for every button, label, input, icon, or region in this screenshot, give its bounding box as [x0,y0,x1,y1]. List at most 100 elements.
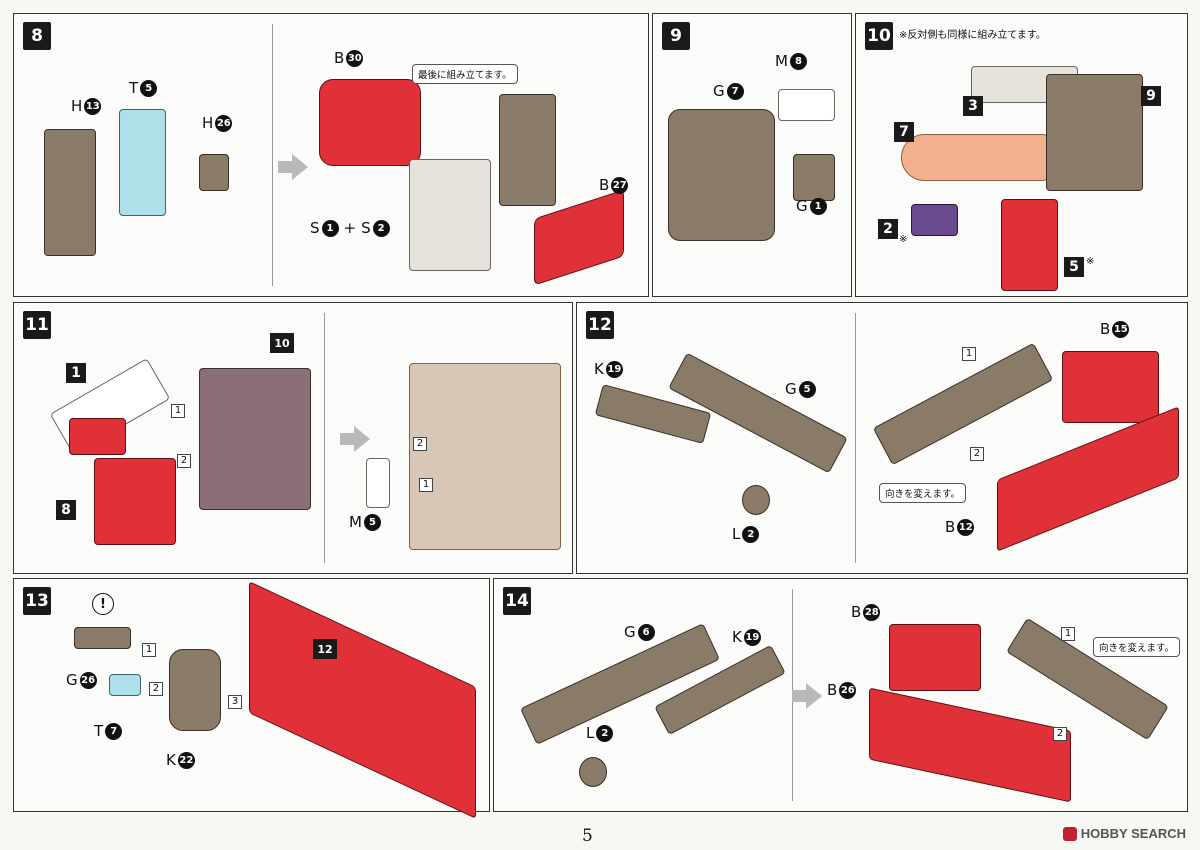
divider [855,313,856,563]
warning-icon: ! [92,593,114,615]
step-number: 8 [23,22,51,50]
part-l2 [742,485,770,515]
part-2 [911,204,958,236]
part-1-tip [69,418,126,455]
order-2: 2 [970,447,984,461]
badge-3: 3 [963,96,983,116]
part-t7 [109,674,141,696]
part-b30 [319,79,421,166]
page-number: 5 [582,826,593,846]
note-other-side: ※反対側も同様に組み立てます。 [899,30,1046,41]
order-1: 1 [962,347,976,361]
part-8 [94,458,176,545]
step-number: 13 [23,587,51,615]
divider [324,313,325,563]
badge-1: 1 [66,363,86,383]
part-10 [199,368,311,510]
assembly-12-frame [872,342,1054,466]
step-number: 12 [586,311,614,339]
order-1: 1 [142,643,156,657]
part-9 [1046,74,1143,191]
order-3: 3 [228,695,242,709]
part-b28 [889,624,981,691]
order-2b: 2 [413,437,427,451]
next-arrow [278,154,308,180]
part-s1-s2 [409,159,491,271]
next-arrow [792,683,822,709]
badge-9: 9 [1141,86,1161,106]
part-g6 [520,623,720,745]
order-2: 2 [177,454,191,468]
badge-5: 5 [1064,257,1084,277]
part-b12 [997,406,1179,552]
part-assembly-8 [499,94,556,206]
order-1b: 1 [419,478,433,492]
mark-2: ※ [899,234,908,245]
part-m8 [778,89,835,121]
badge-2: 2 [878,219,898,239]
part-h26 [199,154,229,191]
part-h13 [44,129,96,256]
step-number: 14 [503,587,531,615]
next-arrow [340,426,370,452]
part-b26 [869,687,1071,803]
mark-5: ※ [1086,256,1095,267]
part-l2 [579,757,607,787]
badge-8: 8 [56,500,76,520]
badge-12: 12 [313,639,337,659]
step-number: 11 [23,311,51,339]
divider [272,24,273,286]
assembly-11 [409,363,561,550]
part-g1 [793,154,835,201]
order-1: 1 [171,404,185,418]
part-12 [249,581,476,819]
step-number: 10 [865,22,893,50]
watermark: HOBBY SEARCH [1062,826,1186,841]
step-number: 9 [662,22,690,50]
part-t5 [119,109,166,216]
callout-change-direction: 向きを変えます。 [1093,637,1181,657]
badge-10: 10 [270,333,294,353]
order-2: 2 [149,682,163,696]
part-7 [901,134,1048,181]
part-m5 [366,458,390,508]
part-k22 [169,649,221,731]
callout-assemble-last: 最後に組み立てます。 [412,64,518,84]
part-g26 [74,627,131,649]
part-g7 [668,109,775,241]
hobby-search-logo-icon [1062,826,1077,841]
step-10-panel: 10 ※反対側も同様に組み立てます。 3 7 9 2 ※ 5 ※ [855,13,1188,297]
callout-change-direction: 向きを変えます。 [879,483,967,503]
badge-7: 7 [894,122,914,142]
order-1: 1 [1061,627,1075,641]
